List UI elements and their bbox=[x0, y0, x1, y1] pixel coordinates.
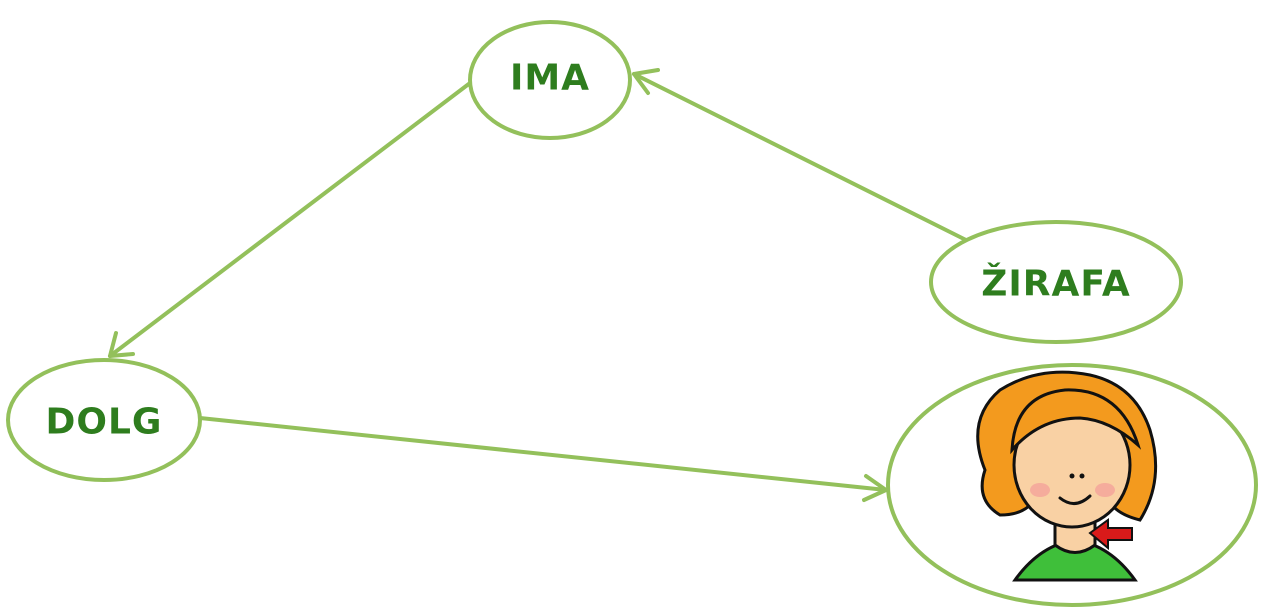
edge-dolg-to-vrat bbox=[198, 416, 888, 502]
node-vrat-picture bbox=[886, 363, 1258, 607]
node-dolg-label: DOLG bbox=[46, 402, 163, 443]
node-zirafa-label: ŽIRAFA bbox=[981, 263, 1130, 305]
node-ima-label: IMA bbox=[510, 58, 590, 99]
edge-ima-to-dolg bbox=[108, 78, 476, 358]
edge-zirafa-to-ima bbox=[632, 68, 968, 242]
node-zirafa: ŽIRAFA bbox=[929, 220, 1183, 344]
girl-neck-picture bbox=[976, 370, 1158, 582]
node-ima: IMA bbox=[468, 20, 632, 140]
node-dolg: DOLG bbox=[6, 358, 202, 482]
